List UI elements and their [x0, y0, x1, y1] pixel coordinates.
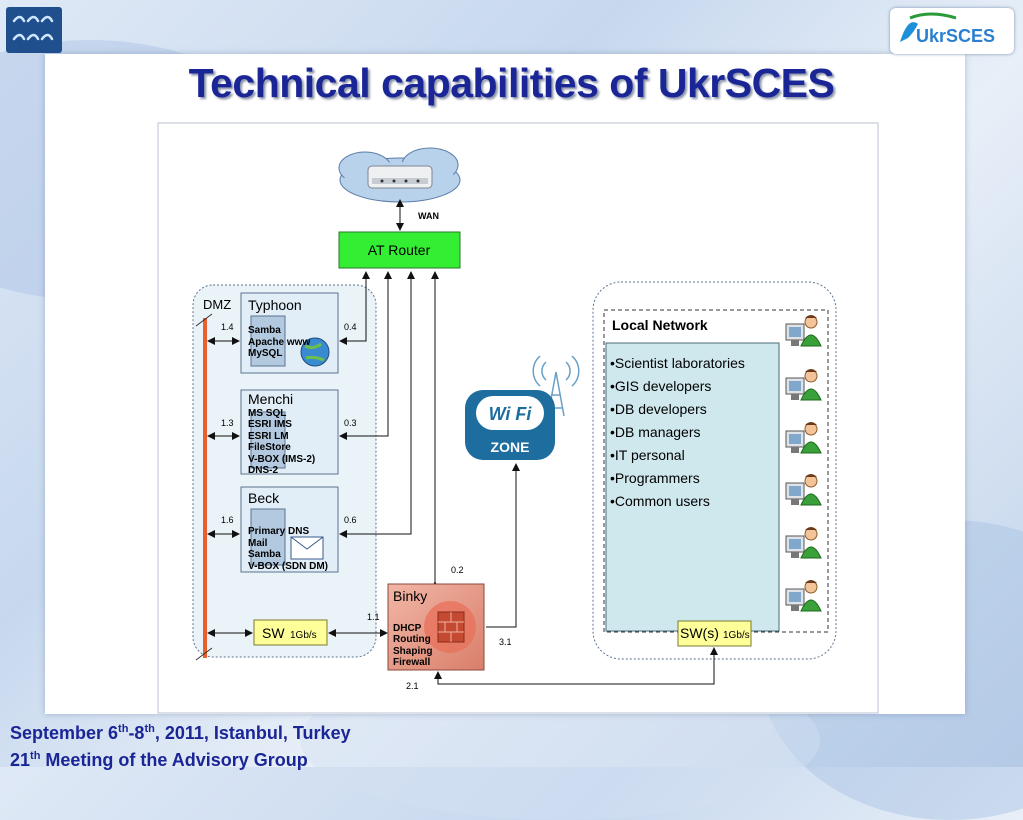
server-service: Primary DNS [248, 526, 309, 537]
local-switch-label: SW(s) [680, 625, 719, 641]
server-service: Apache www [248, 337, 310, 348]
bus-server-links [207, 337, 240, 538]
workstation-user-icon [785, 315, 822, 347]
footer-text: 21 [10, 750, 31, 770]
wifi-brand: Wi Fi [489, 404, 533, 424]
binky-service: Firewall [393, 657, 430, 668]
server-service: FileStore [248, 442, 291, 453]
wifi-zone-icon: Wi Fi ZONE [465, 355, 580, 460]
port-label: 1.3 [221, 418, 234, 428]
workstation-user-icon [785, 422, 822, 454]
dmz-label: DMZ [203, 297, 231, 312]
binky-name: Binky [393, 588, 427, 604]
local-network-title: Local Network [612, 317, 708, 333]
server-name: Beck [248, 490, 280, 506]
slide-title: Technical capabilities of UkrSCES [188, 60, 835, 106]
footer-text: , 2011, Istanbul, Turkey [154, 723, 351, 743]
local-network-item: •DB managers [610, 424, 701, 440]
footer-sup: th [118, 723, 129, 735]
port-label: 0.2 [451, 565, 464, 575]
port-label: 1.4 [221, 322, 234, 332]
footer-sup: th [144, 723, 155, 735]
server-menchi: Menchi MS SQL ESRI IMS ESRI LM FileStore… [240, 389, 339, 476]
server-service: ESRI IMS [248, 419, 292, 430]
server-name: Menchi [248, 391, 293, 407]
local-network-item: •Scientist laboratories [610, 355, 745, 371]
network-diagram: WAN AT Router DMZ Typhoon Samba Apache w… [157, 122, 879, 714]
firewall-icon [424, 601, 476, 653]
port-label: 0.6 [344, 515, 357, 525]
port-label: 0.4 [344, 322, 357, 332]
server-typhoon: Typhoon Samba Apache www MySQL [240, 292, 339, 374]
footer-text: September 6 [10, 723, 119, 743]
footer-date-line: September 6th-8th, 2011, Istanbul, Turke… [10, 718, 351, 745]
dmz-switch [253, 619, 328, 646]
slide-footer: September 6th-8th, 2011, Istanbul, Turke… [10, 718, 351, 772]
ukrsces-logo-text: UkrSCES [916, 26, 995, 46]
server-service: DNS-2 [248, 465, 278, 476]
server-service: Mail [248, 538, 268, 549]
local-network-item: •DB developers [610, 401, 707, 417]
server-service: Samba [248, 549, 281, 560]
local-network-list-box [605, 342, 780, 632]
footer-text: -8 [128, 723, 145, 743]
workstation-icons [785, 315, 822, 612]
binky-service: Shaping [393, 646, 432, 657]
server-service: MySQL [248, 348, 282, 359]
server-name: Typhoon [248, 297, 302, 313]
binky-service: Routing [393, 634, 431, 645]
local-switch [677, 620, 752, 647]
server-tower-icon [250, 508, 286, 566]
port-label: 3.1 [499, 637, 512, 647]
dmz-switch-speed: 1Gb/s [290, 630, 317, 641]
port-label: 0.3 [344, 418, 357, 428]
workstation-user-icon [785, 369, 822, 401]
local-network-item: •Programmers [610, 470, 700, 486]
wan-label: WAN [418, 211, 439, 221]
server-tower-icon [250, 315, 286, 367]
server-service: ESRI LM [248, 431, 289, 442]
workstation-user-icon [785, 474, 822, 506]
bird-emblem-icon [12, 15, 54, 41]
port-label: 2.1 [406, 681, 419, 691]
local-switch-speed: 1Gb/s [723, 630, 750, 641]
server-tower-icon [250, 411, 286, 469]
local-network-item: •IT personal [610, 447, 685, 463]
server-service: V-BOX (IMS-2) [248, 454, 315, 465]
ukrsces-logo: UkrSCES [890, 8, 1014, 54]
server-router-links [339, 271, 439, 589]
binky-service: DHCP [393, 623, 422, 634]
server-service: Samba [248, 325, 281, 336]
router-box [338, 231, 461, 269]
local-network-item: •Common users [610, 493, 710, 509]
server-service: MS SQL [248, 408, 286, 419]
footer-meeting-line: 21th Meeting of the Advisory Group [10, 745, 351, 772]
institution-logo [6, 7, 62, 53]
dmz-switch-label: SW [262, 625, 285, 641]
port-label: 1.6 [221, 515, 234, 525]
local-network-item: •GIS developers [610, 378, 711, 394]
router-label: AT Router [368, 242, 431, 258]
workstation-user-icon [785, 527, 822, 559]
workstation-user-icon [785, 580, 822, 612]
footer-text: Meeting of the Advisory Group [40, 750, 308, 770]
wifi-zone-label: ZONE [491, 439, 530, 455]
ukrsces-logo-mark: UkrSCES [900, 12, 995, 46]
server-service: V-BOX (SDN DM) [248, 561, 328, 572]
footer-sup: th [30, 750, 41, 762]
port-label: 1.1 [367, 612, 380, 622]
server-beck: Beck Primary DNS Mail Samba V-BOX (SDN D… [240, 486, 339, 573]
